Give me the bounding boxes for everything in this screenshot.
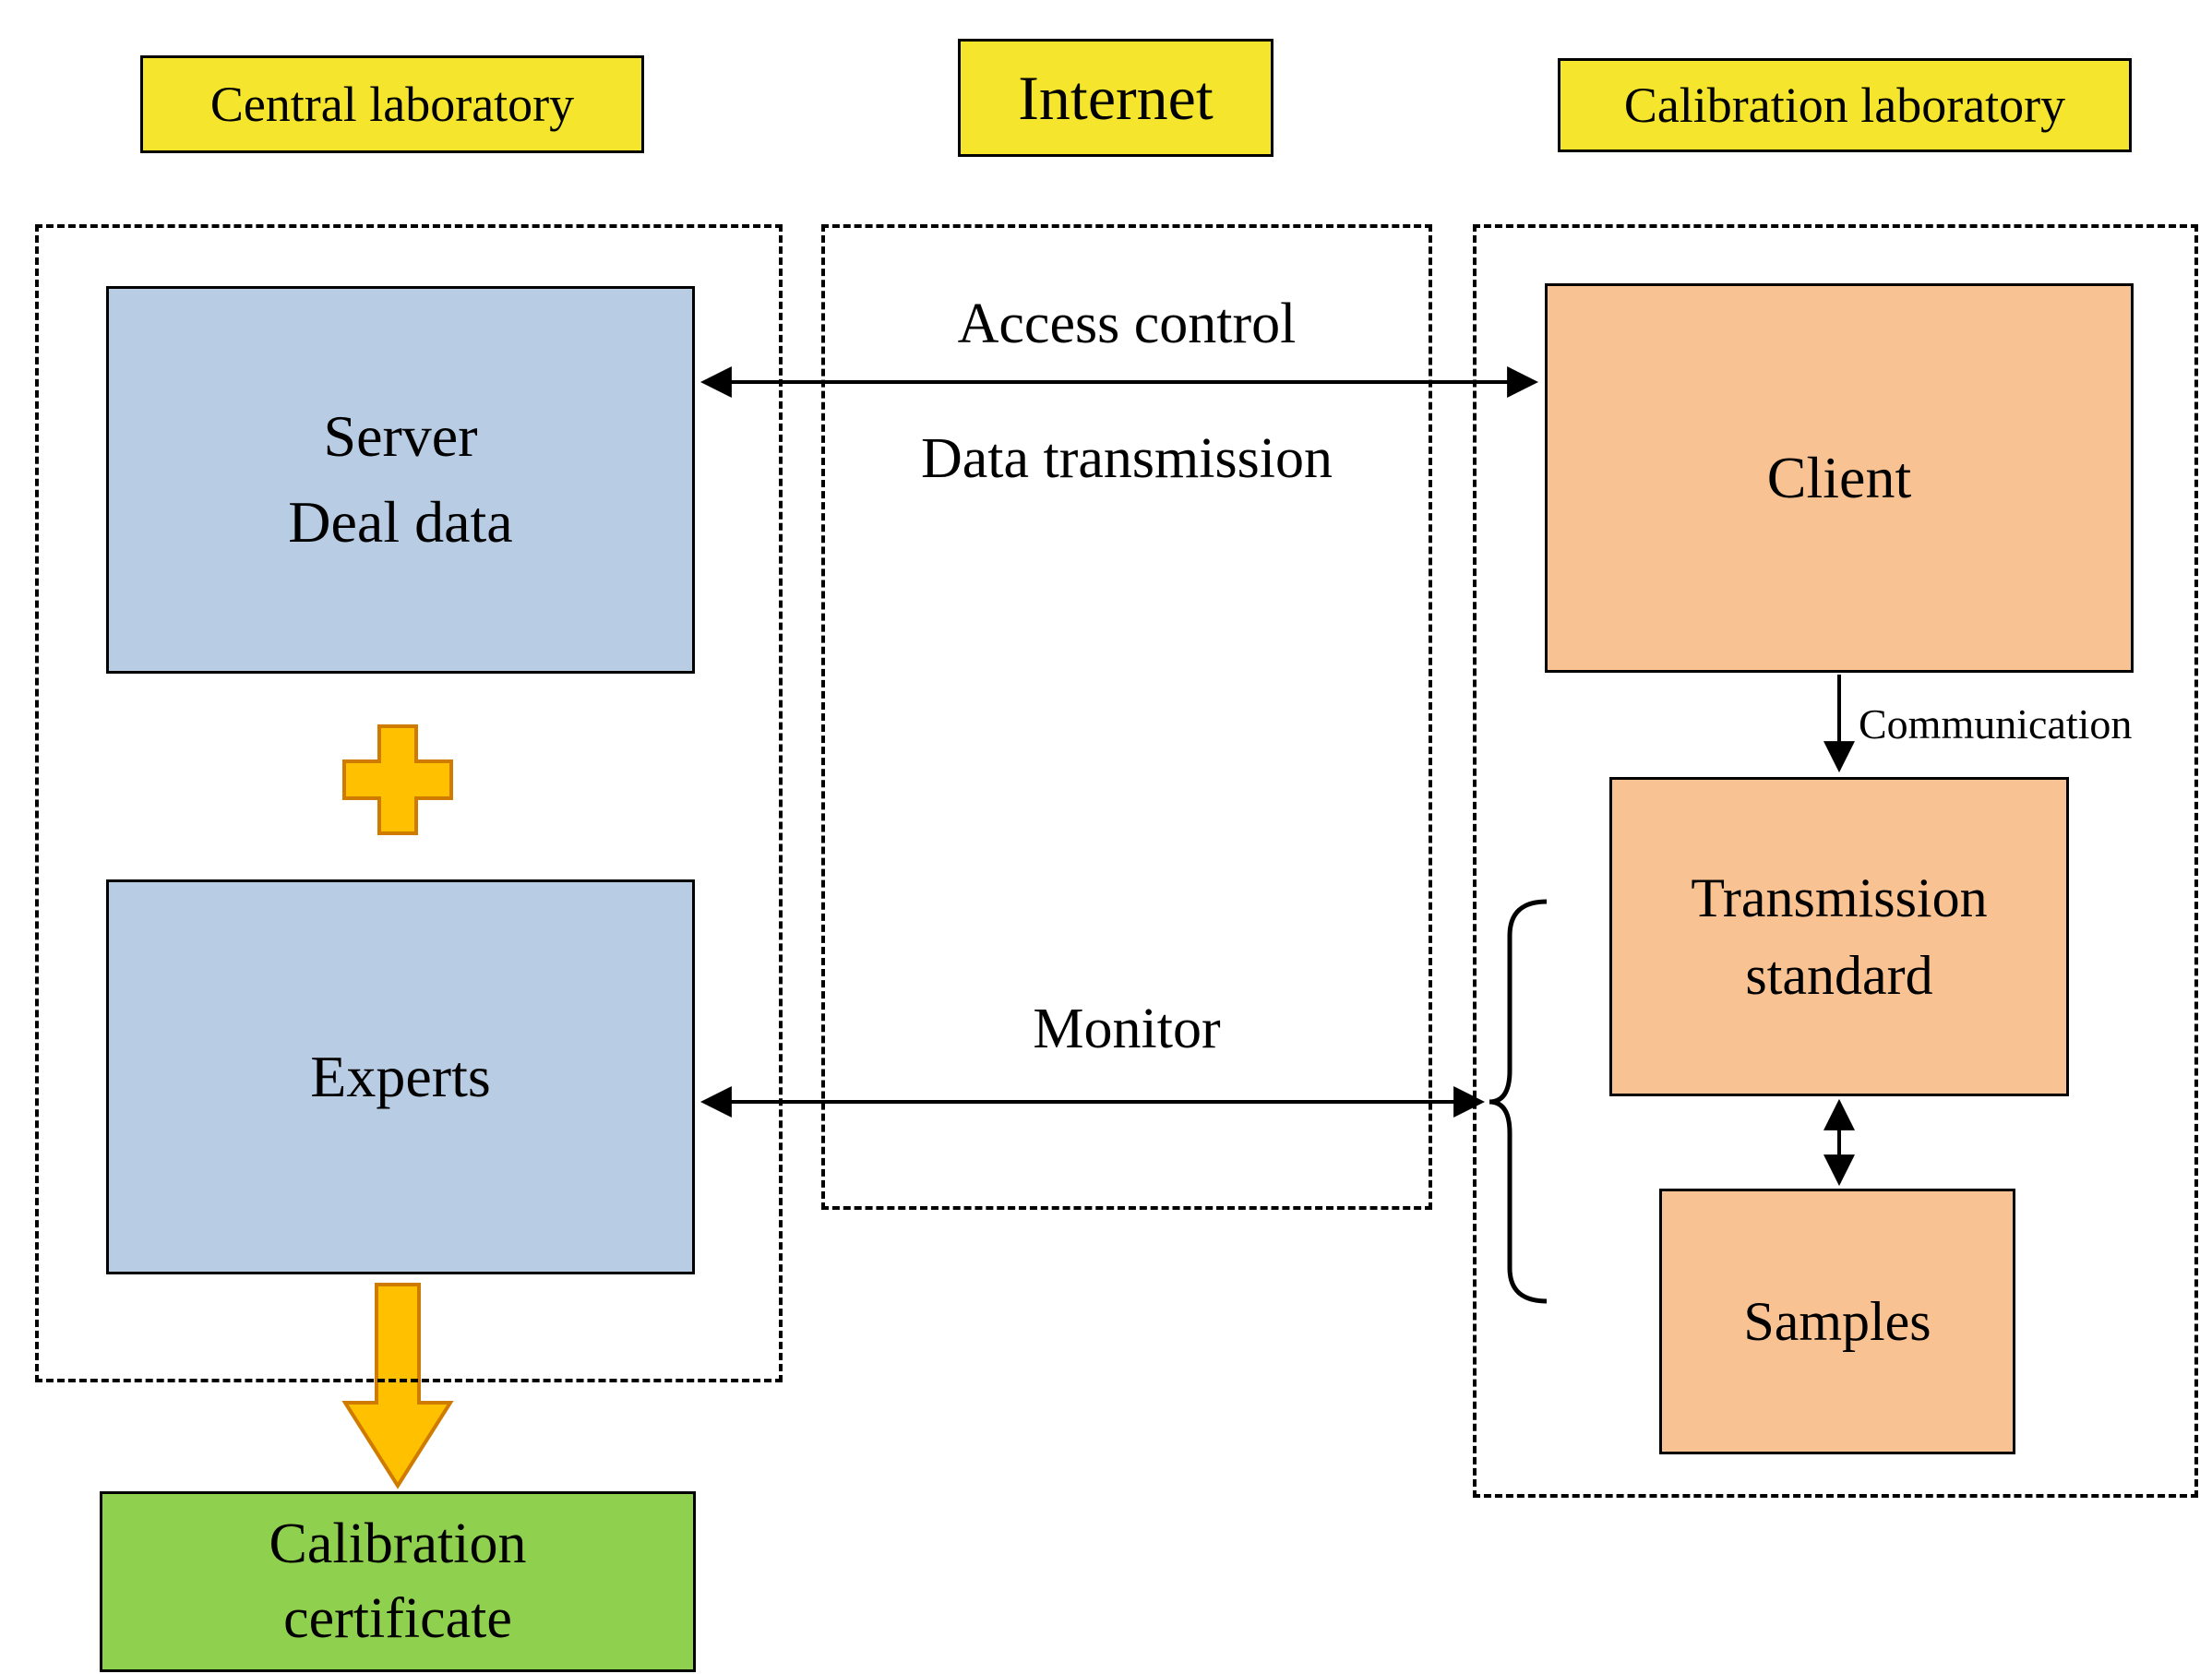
access-control-label: Access control [957,293,1297,355]
calibration-laboratory-group [1473,224,2198,1498]
communication-label: Communication [1859,700,2133,747]
internet-label: Internet [958,39,1273,157]
data-transmission-label: Data transmission [921,427,1333,490]
client-node: Client [1545,283,2134,673]
calibration-certificate-node: Calibration certificate [100,1491,696,1672]
monitor-label: Monitor [1033,998,1221,1060]
central-laboratory-label: Central laboratory [140,55,644,153]
experts-node: Experts [106,879,695,1274]
server-node: Server Deal data [106,286,695,674]
internet-group [821,224,1432,1210]
calibration-laboratory-label: Calibration laboratory [1558,58,2132,152]
samples-node: Samples [1659,1189,2015,1454]
central-laboratory-group [35,224,783,1382]
transmission-standard-node: Transmission standard [1609,777,2069,1096]
